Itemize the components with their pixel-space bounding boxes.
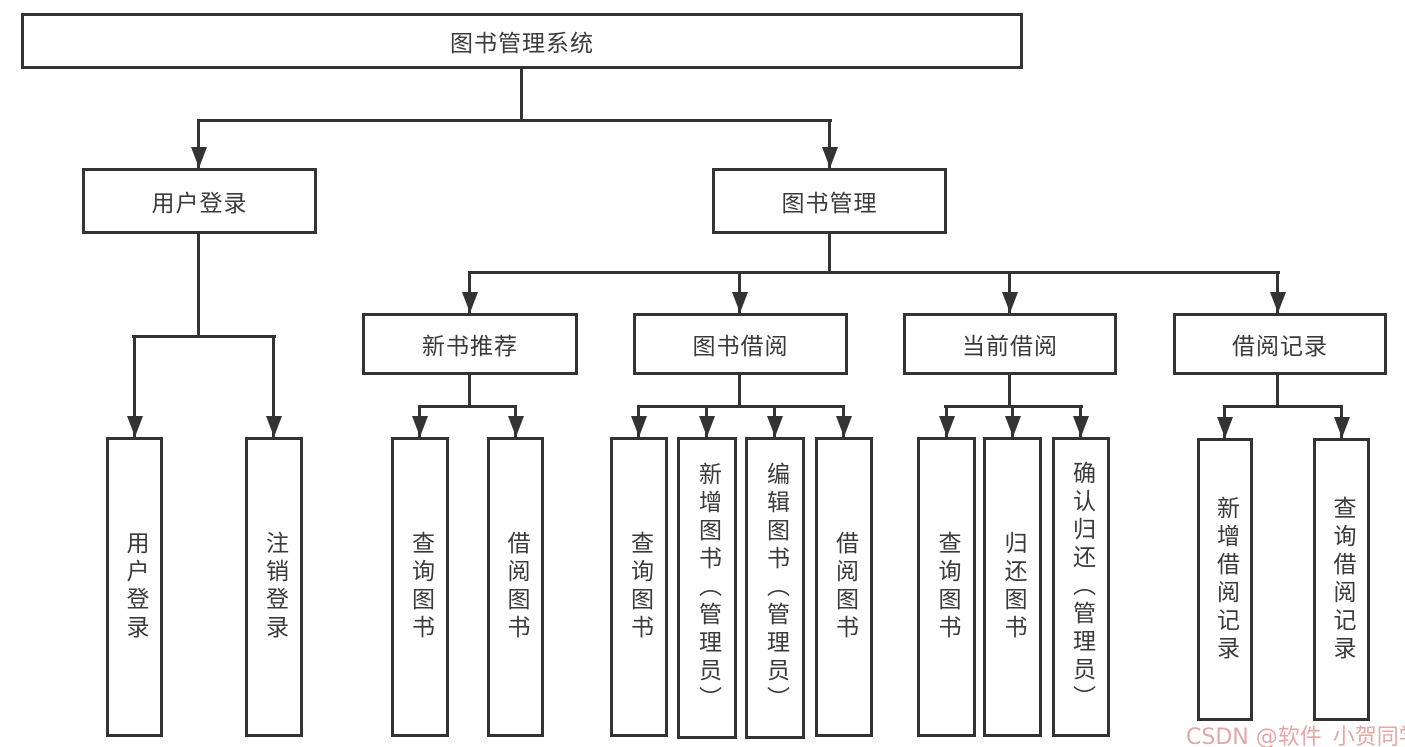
connector-hline-book-borrow <box>637 405 845 408</box>
leaf-return-book: 归还图书 <box>983 437 1042 737</box>
arrow-to-leaf-logout-login <box>272 336 275 437</box>
node-library-management-system: 图书管理系统 <box>21 13 1023 69</box>
connector-vline-current-borrow <box>1008 375 1011 407</box>
arrow-to-book-management <box>828 120 831 168</box>
arrow-to-leaf-return-book <box>1011 406 1014 437</box>
leaf-label: 查询图书 <box>407 531 434 643</box>
arrow-to-leaf-add-book-admin <box>705 406 708 437</box>
leaf-label: 查询图书 <box>934 531 960 643</box>
arrow-to-leaf-confirm-return-admin <box>1079 406 1082 437</box>
connector-hline-book-management <box>468 271 1280 274</box>
leaf-add-borrow-record: 新增借阅记录 <box>1197 438 1253 721</box>
leaf-logout-login: 注销登录 <box>245 437 303 737</box>
connector-hline-user-login <box>132 335 276 338</box>
connector-hline-borrow-records <box>1223 405 1343 408</box>
node-user-login: 用户登录 <box>82 168 317 234</box>
connector-vline-borrow-records <box>1276 375 1279 407</box>
leaf-label: 用户登录 <box>122 531 148 643</box>
leaf-label: 查询图书 <box>626 531 653 643</box>
arrow-to-leaf-add-borrow-record <box>1223 406 1226 438</box>
connector-vline-book-management <box>828 233 831 273</box>
leaf-confirm-return-admin: 确认归还（管理员） <box>1052 437 1110 737</box>
node-new-book-recommend: 新书推荐 <box>362 313 578 375</box>
leaf-label: 借阅图书 <box>831 531 858 643</box>
leaf-edit-book-admin: 编辑图书（管理员） <box>745 437 805 739</box>
arrow-to-book-borrow <box>738 272 741 313</box>
leaf-query-borrow-record: 查询借阅记录 <box>1313 438 1370 721</box>
node-book-borrow: 图书借阅 <box>633 313 848 375</box>
leaf-label: 编辑图书（管理员） <box>762 462 789 714</box>
connector-vline-root <box>520 69 523 121</box>
leaf-borrow-book: 借阅图书 <box>815 437 873 737</box>
leaf-label: 借阅图书 <box>503 531 529 643</box>
leaf-label: 归还图书 <box>1000 531 1026 643</box>
arrow-to-leaf-user-login <box>133 336 136 437</box>
leaf-label: 新增图书（管理员） <box>694 462 721 714</box>
leaf-borrow-book-recommend: 借阅图书 <box>487 437 544 737</box>
leaf-label: 新增借阅记录 <box>1212 495 1239 664</box>
leaf-user-login: 用户登录 <box>106 437 163 737</box>
arrow-to-leaf-query-book-borrow <box>637 406 640 437</box>
arrow-to-user-login <box>197 120 200 168</box>
leaf-query-book-borrow: 查询图书 <box>610 437 668 737</box>
connector-vline-new-book-recommend <box>468 375 471 407</box>
arrow-to-leaf-borrow-book <box>842 406 845 437</box>
arrow-to-leaf-edit-book-admin <box>773 406 776 437</box>
node-book-management: 图书管理 <box>712 168 947 234</box>
connector-hline-level1 <box>197 119 832 122</box>
arrow-to-leaf-query-borrow-record <box>1340 406 1343 438</box>
leaf-add-book-admin: 新增图书（管理员） <box>677 437 737 739</box>
connector-hline-new-book-recommend <box>418 405 517 408</box>
node-current-borrow: 当前借阅 <box>903 313 1117 375</box>
arrow-to-leaf-borrow-book-recommend <box>514 406 517 437</box>
arrow-to-current-borrow <box>1008 272 1011 313</box>
connector-vline-user-login <box>197 233 200 337</box>
arrow-to-leaf-query-book-current <box>945 406 948 437</box>
csdn-watermark: CSDN @软件_小贺同学 <box>1186 725 1405 747</box>
arrow-to-borrow-records <box>1276 272 1279 313</box>
leaf-query-book-recommend: 查询图书 <box>391 437 449 737</box>
arrow-to-new-book-recommend <box>468 272 471 313</box>
connector-vline-book-borrow <box>738 375 741 407</box>
leaf-label: 查询借阅记录 <box>1329 495 1355 664</box>
leaf-label: 注销登录 <box>261 531 288 643</box>
leaf-query-book-current: 查询图书 <box>917 437 976 737</box>
leaf-label: 确认归还（管理员） <box>1068 461 1095 713</box>
arrow-to-leaf-query-book-recommend <box>418 406 421 437</box>
node-borrow-records: 借阅记录 <box>1173 313 1387 375</box>
